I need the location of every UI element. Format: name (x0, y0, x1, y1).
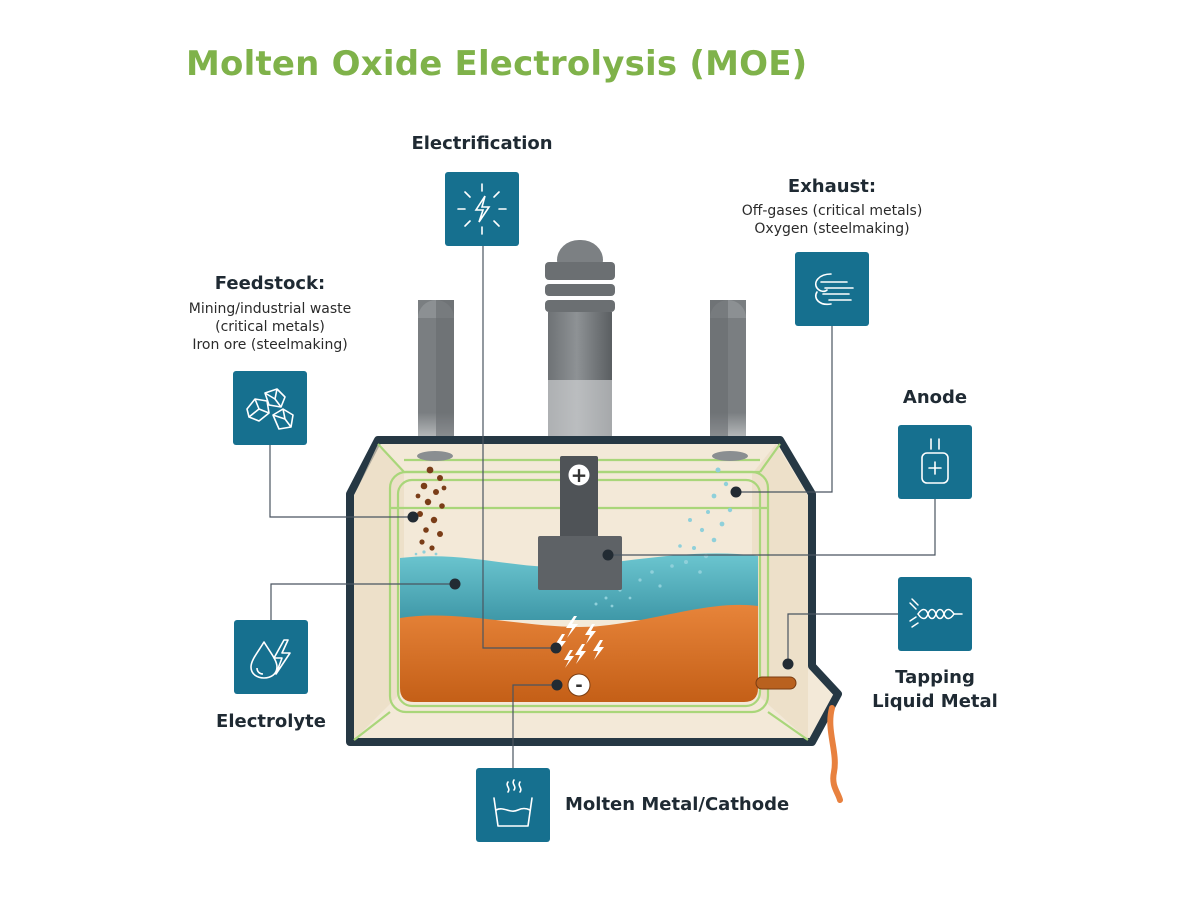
leader-dots (407, 486, 794, 691)
drop-bolt-icon (234, 620, 308, 694)
label-tapping-line1: Tapping (895, 667, 975, 688)
label-anode: Anode (902, 387, 968, 408)
molten-vessel-icon (476, 768, 550, 842)
cathode-terminal (567, 673, 591, 697)
label-electrification: Electrification (411, 133, 553, 154)
anode-terminal (567, 463, 591, 487)
liquid-metal-flow-icon (898, 577, 972, 651)
label-feedstock: Feedstock: (214, 273, 326, 294)
label-feedstock-line1: Mining/industrial waste (188, 301, 352, 317)
cathode-minus-sign: - (575, 675, 582, 696)
diagram-title: Molten Oxide Electrolysis (MOE) (186, 44, 808, 84)
label-exhaust-line2: Oxygen (steelmaking) (754, 221, 910, 237)
tapping-stream (827, 705, 843, 803)
label-molten-metal-cathode: Molten Metal/Cathode (565, 794, 790, 815)
label-tapping-line2: Liquid Metal (872, 691, 998, 712)
label-exhaust: Exhaust: (787, 176, 877, 197)
wind-gas-icon (795, 252, 869, 326)
electric-current-bolts (555, 616, 604, 668)
tap-channel (755, 676, 797, 690)
anode-plus-sign: + (571, 463, 588, 487)
left-exhaust-pipe (418, 300, 454, 450)
anode-plus-icon (898, 425, 972, 499)
feed-opening (417, 451, 453, 461)
right-exhaust-pipe (710, 300, 746, 450)
label-feedstock-line2: (critical metals) (215, 319, 325, 335)
ore-rocks-icon (233, 371, 307, 445)
label-exhaust-line1: Off-gases (critical metals) (741, 203, 923, 219)
central-anode-column (545, 240, 615, 442)
label-electrolyte: Electrolyte (216, 711, 326, 732)
leader-lines (269, 245, 936, 768)
feedstock-particles (415, 466, 447, 551)
label-feedstock-line3: Iron ore (steelmaking) (192, 337, 348, 353)
lightning-burst-icon (445, 172, 519, 246)
exhaust-opening (712, 451, 748, 461)
